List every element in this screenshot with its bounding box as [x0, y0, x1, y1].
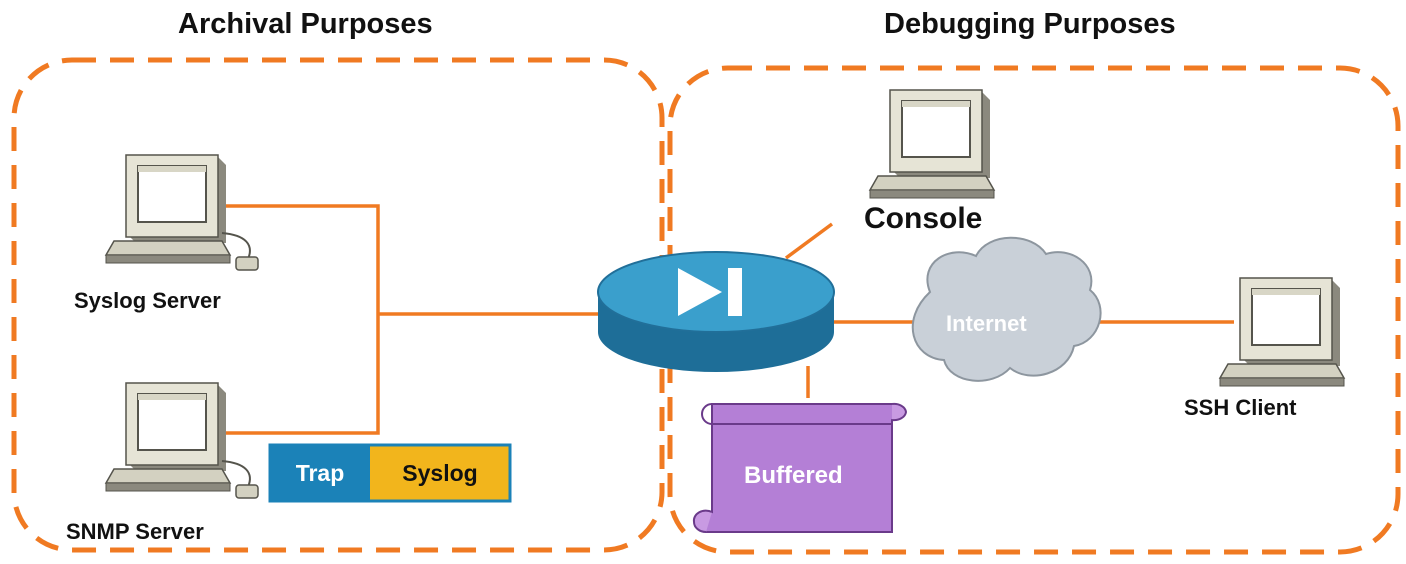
trap-tag-background [270, 445, 370, 501]
internet-cloud-icon [911, 236, 1102, 382]
debugging-section-title: Debugging Purposes [884, 8, 1176, 40]
router-icon [597, 251, 835, 372]
internet-label: Internet [946, 311, 1027, 336]
archival-section-title: Archival Purposes [178, 8, 433, 40]
ssh-client-computer-icon [1219, 277, 1345, 387]
syslog-server-label: Syslog Server [74, 288, 221, 313]
buffered-scroll-icon [692, 402, 908, 533]
snmp-server-label: SNMP Server [66, 519, 204, 544]
console-computer-icon [869, 89, 995, 199]
connection-lines [218, 204, 1234, 435]
trap-tag-label: Trap [295, 459, 345, 486]
syslog-tag-label: Syslog [402, 459, 478, 486]
syslog-tag-background [370, 445, 510, 501]
ssh-client-label: SSH Client [1184, 395, 1297, 420]
syslog-server-computer-icon [105, 154, 259, 271]
debugging-boundary [667, 65, 1401, 555]
buffered-label: Buffered [744, 462, 843, 489]
snmp-server-computer-icon [105, 382, 259, 499]
legend-tag-border [268, 443, 512, 503]
console-label: Console [864, 202, 983, 235]
